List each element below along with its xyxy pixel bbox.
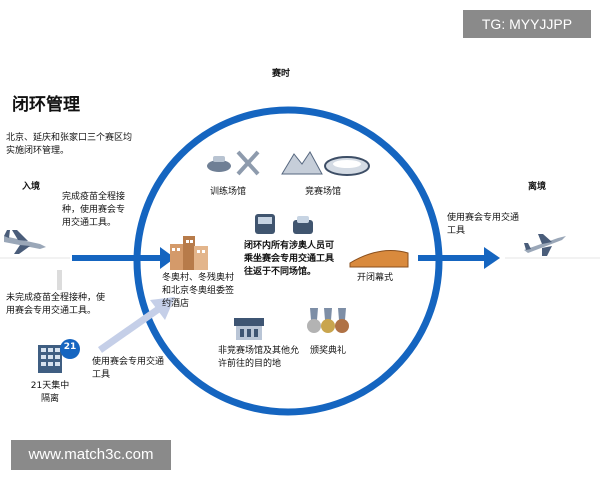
transport-to-loop-note: 使用赛会专用交通工具: [92, 357, 165, 380]
venue-opening-label: 开闭幕式: [357, 273, 394, 283]
quarantine-days-number: 21: [63, 342, 77, 352]
arrival-airplane-icon: [4, 230, 46, 254]
venue-hotels-label: 冬奥村、冬残奥村和北京冬奥组委签约酒店: [162, 273, 235, 309]
quarantine-days-badge: [60, 339, 80, 359]
medals-icon: [307, 308, 349, 333]
center-note: 闭环内所有涉奥人员可乘坐赛会专用交通工具往返于不同场馆。: [244, 241, 335, 277]
label-entry: 入境: [22, 182, 41, 192]
car-icon: [293, 216, 313, 234]
quarantine-building-icon: [38, 345, 62, 373]
page-title: 闭环管理: [12, 95, 80, 115]
departure-airplane-icon: [524, 234, 566, 256]
venue-non-competition-label: 非竞赛场馆及其他允许前往的目的地: [218, 346, 300, 369]
stadium-arena-icon: [324, 156, 370, 176]
tg-watermark-badge: TG: MYYJJPP: [463, 10, 591, 38]
venue-medals-label: 颁奖典礼: [310, 346, 347, 356]
exit-arrow: [418, 247, 500, 269]
entry-connector: [57, 270, 62, 290]
label-exit: 离境: [528, 182, 547, 192]
intro-text: 北京、延庆和张家口三个赛区均实施闭环管理。: [6, 133, 133, 156]
bus-icon: [255, 214, 275, 234]
stadium-tent-icon: [281, 151, 323, 175]
quarantine-note: 21天集中隔离: [30, 381, 70, 404]
url-watermark-badge: www.match3c.com: [11, 440, 171, 470]
olympic-village-buildings-icon: [170, 236, 208, 270]
unvaccinated-note: 未完成疫苗全程接种，使用赛会专用交通工具。: [6, 293, 106, 316]
label-top: 赛时: [272, 69, 291, 79]
venue-training-label: 训练场馆: [210, 187, 247, 197]
entry-arrow: [72, 247, 175, 269]
exit-transport-note: 使用赛会专用交通工具: [447, 213, 520, 236]
curling-stone-icon: [207, 156, 231, 172]
crossed-skis-icon: [236, 150, 260, 176]
vaccinated-note: 完成疫苗全程接种，使用赛会专用交通工具。: [62, 192, 126, 228]
non-competition-venue-icon: [234, 318, 264, 340]
opening-ceremony-stadium-icon: [349, 250, 409, 268]
quarantine-to-loop-arrow: [97, 297, 175, 353]
venue-competition-label: 竞赛场馆: [305, 187, 342, 197]
